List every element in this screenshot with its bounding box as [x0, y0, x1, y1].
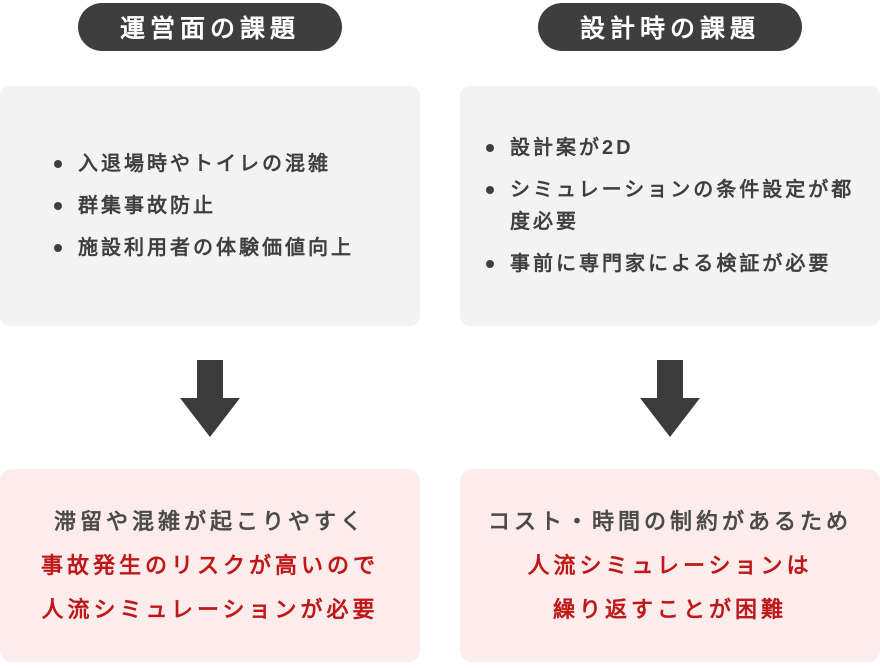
bullet-icon	[486, 186, 494, 194]
list-item: 設計案が2D	[486, 132, 862, 164]
bullet-list: 設計案が2D シミュレーションの条件設定が都度必要 事前に専門家による検証が必要	[460, 122, 880, 290]
result-emphasis-line: 事故発生のリスクが高いので	[40, 552, 379, 578]
result-emphasis-line: 繰り返すことが困難	[552, 596, 787, 622]
result-lead-line: コスト・時間の制約があるため	[487, 508, 852, 534]
bullet-icon	[54, 244, 62, 252]
bullet-text: 施設利用者の体験価値向上	[78, 237, 354, 259]
list-item: シミュレーションの条件設定が都度必要	[486, 174, 862, 238]
bullet-text: シミュレーションの条件設定が都度必要	[510, 179, 855, 233]
result-lead-line: 滞留や混雑が起こりやすく	[53, 508, 366, 534]
list-item: 事前に専門家による検証が必要	[486, 248, 862, 280]
bullet-icon	[54, 160, 62, 168]
bullet-text: 入退場時やトイレの混雑	[78, 153, 331, 175]
bullet-text: 設計案が2D	[510, 137, 634, 159]
list-item: 施設利用者の体験価値向上	[54, 232, 402, 264]
bullet-icon	[486, 144, 494, 152]
down-arrow-icon	[180, 360, 240, 437]
bullet-text: 群集事故防止	[78, 195, 216, 217]
list-item: 群集事故防止	[54, 190, 402, 222]
down-arrow-icon	[640, 360, 700, 437]
header-label: 設計時の課題	[579, 15, 760, 43]
bullet-text: 事前に専門家による検証が必要	[510, 253, 832, 275]
result-card-design: コスト・時間の制約があるため 人流シミュレーションは 繰り返すことが困難	[460, 469, 880, 662]
result-emphasis-line: 人流シミュレーションは	[527, 552, 813, 578]
result-emphasis-line: 人流シミュレーションが必要	[41, 596, 379, 622]
header-pill-operational: 運営面の課題	[77, 3, 342, 51]
result-card-operational: 滞留や混雑が起こりやすく 事故発生のリスクが高いので 人流シミュレーションが必要	[0, 469, 420, 662]
challenge-card-design: 設計案が2D シミュレーションの条件設定が都度必要 事前に専門家による検証が必要	[460, 86, 880, 326]
challenge-card-operational: 入退場時やトイレの混雑 群集事故防止 施設利用者の体験価値向上	[0, 86, 420, 326]
list-item: 入退場時やトイレの混雑	[54, 148, 402, 180]
bullet-list: 入退場時やトイレの混雑 群集事故防止 施設利用者の体験価値向上	[0, 138, 420, 274]
bullet-icon	[486, 260, 494, 268]
column-design: 設計時の課題 設計案が2D シミュレーションの条件設定が都度必要 事前に専門家に…	[460, 3, 880, 668]
bullet-icon	[54, 202, 62, 210]
header-pill-design: 設計時の課題	[537, 3, 802, 51]
header-label: 運営面の課題	[119, 15, 300, 43]
column-operational: 運営面の課題 入退場時やトイレの混雑 群集事故防止 施設利用者の体験価値向上	[0, 3, 420, 668]
